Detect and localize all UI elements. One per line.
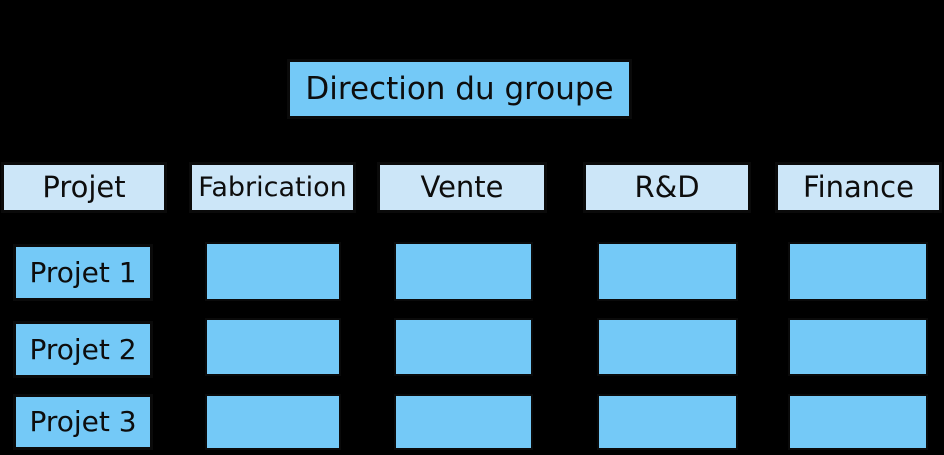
row-label-text: Projet 1 <box>29 255 137 289</box>
cell-projet-3-rd <box>597 394 738 450</box>
column-header-label: Finance <box>803 170 914 204</box>
cell-projet-1-fabrication <box>205 242 341 301</box>
row-label-text: Projet 3 <box>29 405 137 438</box>
cell-projet-1-finance <box>788 242 928 301</box>
column-header-rd: R&D <box>583 162 751 213</box>
column-header-label: Projet <box>42 170 126 204</box>
column-header-label: Vente <box>420 170 504 204</box>
row-label-projet-1: Projet 1 <box>13 244 153 301</box>
row-label-projet-2: Projet 2 <box>13 321 153 378</box>
column-header-fabrication: Fabrication <box>189 162 356 213</box>
cell-projet-3-vente <box>394 394 533 450</box>
column-header-vente: Vente <box>377 162 547 213</box>
cell-projet-3-finance <box>788 394 928 450</box>
column-header-label: Fabrication <box>198 172 347 203</box>
cell-projet-1-vente <box>394 242 533 301</box>
cell-projet-1-rd <box>597 242 738 301</box>
column-header-label: R&D <box>634 170 700 204</box>
column-header-projet: Projet <box>1 162 167 213</box>
root-box-label: Direction du groupe <box>305 70 614 107</box>
root-box-direction-du-groupe: Direction du groupe <box>287 59 632 119</box>
cell-projet-2-rd <box>597 318 738 376</box>
cell-projet-2-finance <box>788 318 928 376</box>
cell-projet-2-fabrication <box>205 318 341 376</box>
row-label-text: Projet 2 <box>29 332 137 366</box>
cell-projet-3-fabrication <box>205 394 341 450</box>
row-label-projet-3: Projet 3 <box>13 394 153 450</box>
column-header-finance: Finance <box>775 162 942 213</box>
cell-projet-2-vente <box>394 318 533 376</box>
